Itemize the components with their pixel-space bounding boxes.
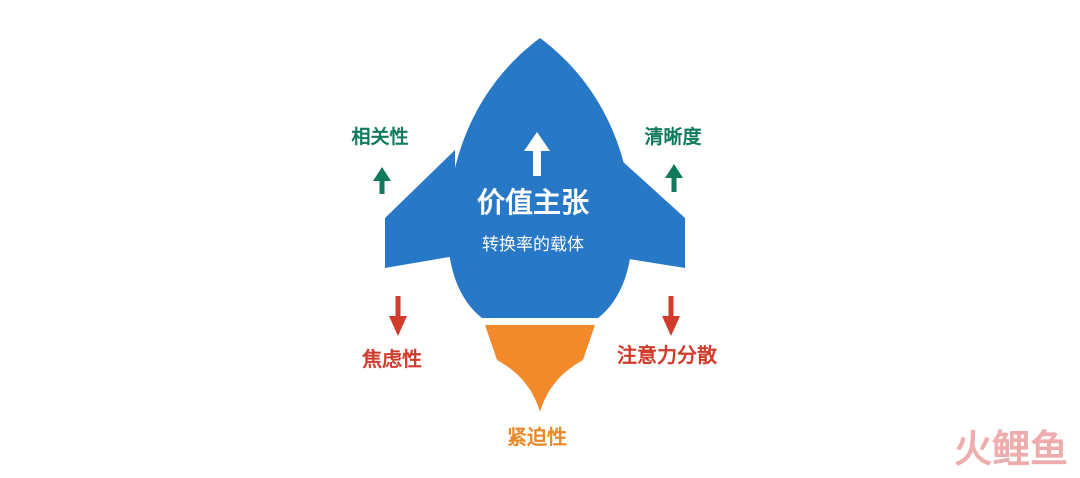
drag-down-arrow-icon <box>389 296 407 336</box>
drag-label-distraction: 注意力分散 <box>617 343 718 367</box>
drag-down-arrow-icon <box>662 296 680 336</box>
center-subtitle: 转换率的载体 <box>482 235 584 255</box>
rocket-flame <box>485 325 595 412</box>
booster-label-clarity: 清晰度 <box>644 125 702 148</box>
rocket-body <box>447 38 633 318</box>
center-up-arrow-icon <box>524 132 550 176</box>
booster-up-arrow-icon <box>665 164 683 192</box>
booster-label-relevance: 相关性 <box>351 125 408 148</box>
rocket-left-wing <box>385 150 455 268</box>
drag-label-anxiety: 焦虑性 <box>362 347 422 371</box>
center-title: 价值主张 <box>477 186 589 219</box>
thrust-label-urgency: 紧迫性 <box>507 425 567 449</box>
booster-up-arrow-icon <box>373 167 391 194</box>
watermark-logo: 火鲤鱼 <box>954 427 1068 471</box>
